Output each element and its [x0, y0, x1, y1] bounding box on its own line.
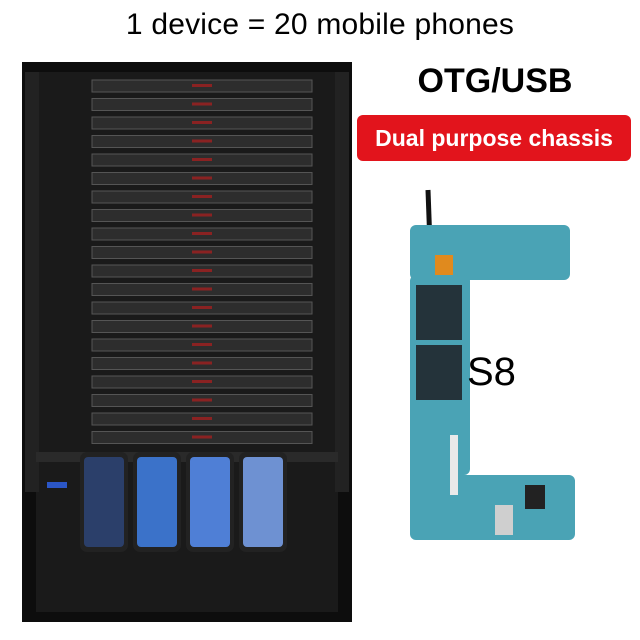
tray-cable: [192, 380, 212, 383]
s8-label: S8: [467, 350, 516, 394]
tray-cable: [192, 417, 212, 420]
headline: 1 device = 20 mobile phones: [125, 8, 515, 41]
s8-mainboard-image: [410, 189, 575, 540]
front-phones: [80, 452, 287, 552]
phone-trays: [91, 79, 313, 444]
tray-cable: [192, 84, 212, 87]
tray-cable: [192, 102, 212, 106]
tray-cable: [192, 269, 212, 272]
server-chassis-image: [22, 62, 352, 622]
otg-usb-title: OTG/USB: [417, 62, 573, 100]
dual-purpose-badge: Dual purpose chassis: [357, 115, 631, 161]
tray-cable: [192, 287, 212, 291]
tray-cable: [192, 435, 212, 439]
tray-cable: [192, 250, 212, 254]
tray-cable: [192, 176, 212, 180]
tray-cable: [192, 324, 212, 328]
tray-cable: [192, 195, 212, 198]
tray-cable: [192, 398, 212, 402]
tray-cable: [192, 361, 212, 365]
tray-cable: [192, 306, 212, 309]
tray-cable: [192, 158, 212, 161]
tray-cable: [192, 232, 212, 235]
tray-cable: [192, 343, 212, 346]
tray-cable: [192, 139, 212, 143]
tray-cable: [192, 121, 212, 124]
tray-cable: [192, 213, 212, 217]
